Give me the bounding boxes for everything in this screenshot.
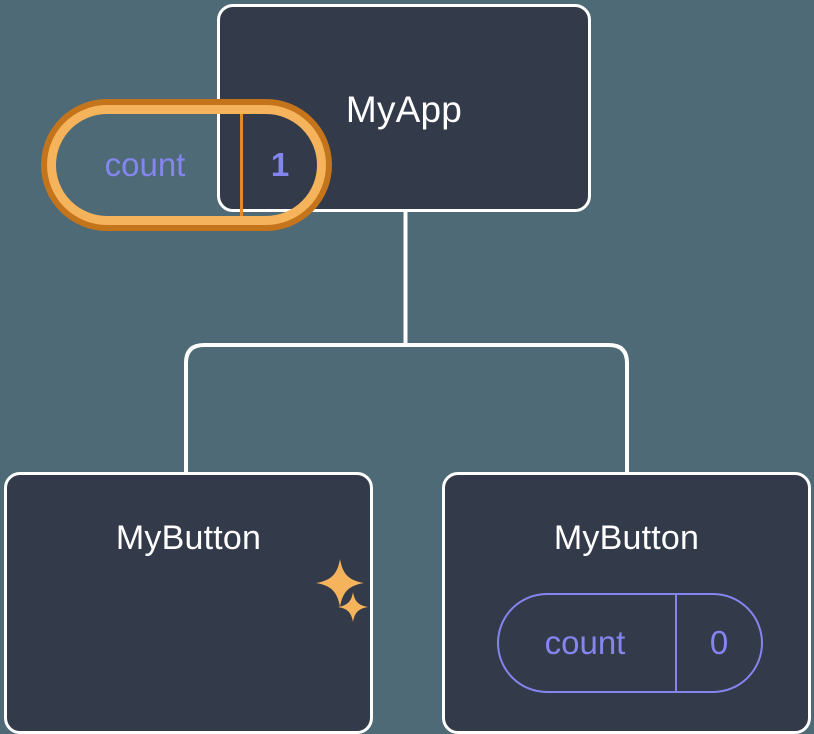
sparkle-icon-small (338, 592, 368, 622)
component-node-mybutton-right-label: MyButton (553, 519, 700, 557)
state-pill-key-right: count (544, 624, 626, 661)
state-pill-value-right: 0 (675, 595, 761, 691)
state-pill-highlighted[interactable]: count 1 (41, 99, 332, 231)
component-node-mybutton-left[interactable]: MyButton (4, 472, 373, 734)
state-pill-outer-ring (41, 99, 332, 231)
state-pill-content: count 1 (56, 114, 317, 216)
component-node-mybutton-right[interactable]: MyButton count 0 (442, 472, 811, 734)
connector-branch-bus (184, 343, 629, 473)
component-node-myapp-label: MyApp (345, 89, 463, 130)
state-pill-value-left: 1 (240, 114, 317, 216)
state-pill-plain[interactable]: count 0 (497, 593, 763, 693)
sparkle-icon-large (316, 559, 364, 607)
state-pill-key-left: count (104, 146, 186, 183)
component-node-mybutton-left-label: MyButton (115, 519, 262, 557)
state-pill-inner-ring (47, 105, 326, 225)
